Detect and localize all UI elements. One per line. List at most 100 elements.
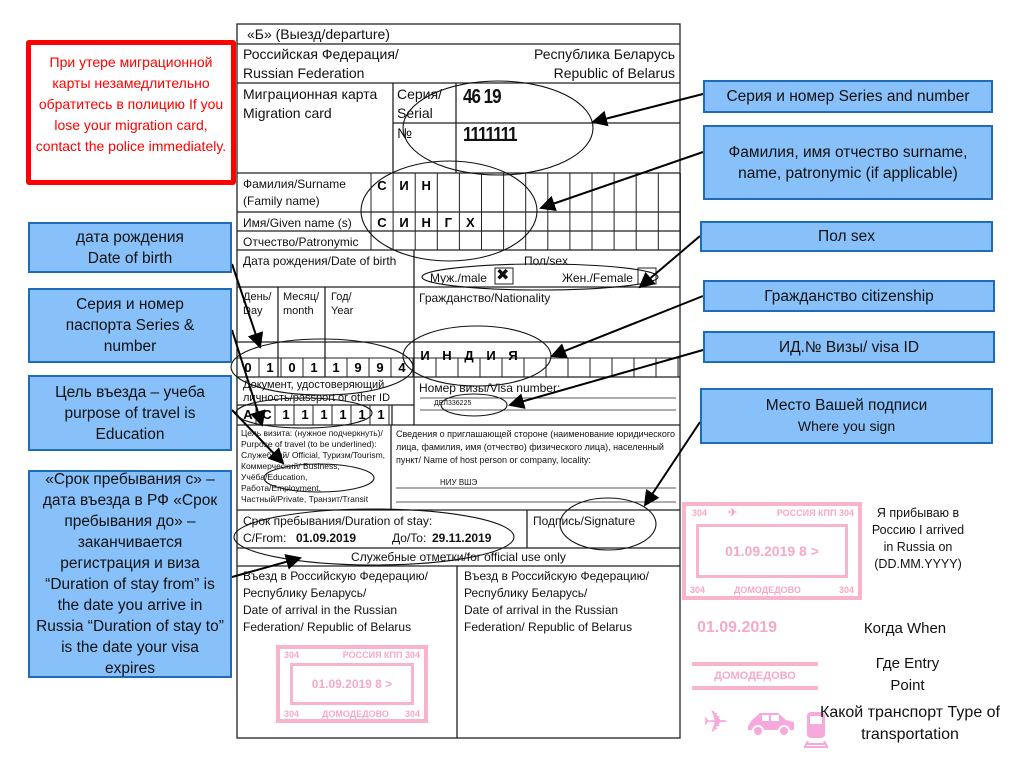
- month-label-ru: Месяц/: [283, 291, 320, 303]
- arrival-line: Республику Беларусь/: [464, 586, 588, 600]
- male-checkbox[interactable]: ✖: [496, 267, 510, 284]
- from-label: С/From:: [243, 531, 287, 545]
- to-value: 29.11.2019: [432, 531, 492, 545]
- arrival-line: Federation/ Republic of Belarus: [243, 620, 412, 634]
- letter-cell: И: [399, 178, 409, 193]
- duration-label: Срок пребывания/Duration of stay:: [243, 514, 433, 528]
- entry-stamp-form: 304 РОССИЯ КПП 304 01.09.2019 8 > 304 ДО…: [276, 645, 428, 723]
- female-label: Жен./Female: [562, 271, 633, 285]
- stamp-code: 304: [404, 709, 420, 719]
- letter-cell: 1: [310, 360, 318, 375]
- doc-label-en: личность/passport or other ID: [243, 392, 391, 404]
- lost-card-warning: При утере миграционной карты незамедлите…: [26, 40, 236, 185]
- signature-label: Подпись/Signature: [533, 514, 636, 528]
- letter-cell: Х: [466, 215, 475, 230]
- country-en-right: Republic of Belarus: [553, 65, 675, 81]
- number-value: 1111111: [463, 123, 518, 146]
- callout-dob: дата рождения Date of birth: [28, 222, 232, 273]
- letter-cell: 1: [339, 407, 347, 422]
- letter-cell: 9: [354, 360, 362, 375]
- letter-cell: 1: [377, 407, 385, 422]
- stamp-place: ДОМОДЕДОВО: [322, 709, 389, 719]
- callout-signature-ru: Место Вашей подписи: [765, 397, 928, 414]
- serial-label: Серия/: [397, 86, 442, 102]
- letter-cell: Г: [444, 215, 452, 230]
- host-text: Сведения о приглашающей стороне (наимено…: [396, 429, 675, 465]
- arrival-line: Federation/ Republic of Belarus: [464, 620, 633, 634]
- arrived-caption: Я прибываю в Россию I arrived in Russia …: [871, 506, 965, 571]
- letter-cell: И: [486, 348, 496, 363]
- stamp-top: РОССИЯ КПП 304: [776, 508, 854, 518]
- when-value: 01.09.2019: [697, 619, 778, 636]
- purpose-text: Цель визита: (нужное подчеркнуть)/ Purpo…: [241, 428, 386, 504]
- letter-cell: 0: [244, 360, 252, 375]
- callout-series: Серия и номер Series and number: [703, 80, 993, 113]
- letter-cell: Д: [464, 348, 474, 363]
- callout-name: Фамилия, имя отчество surname, name, pat…: [703, 125, 993, 200]
- letter-cell: Н: [442, 348, 452, 363]
- letter-cell: Н: [421, 215, 431, 230]
- year-label-en: Year: [331, 305, 354, 317]
- letter-cell: 1: [332, 360, 340, 375]
- callout-passport: Серия и номер паспорта Series & number: [28, 288, 232, 363]
- nationality-label: Гражданство/Nationality: [419, 291, 551, 305]
- to-label: До/To:: [392, 531, 427, 545]
- male-label: Муж./male: [430, 271, 487, 285]
- callout-visa: ИД.№ Визы/ visa ID: [703, 331, 995, 363]
- stamp-date: 01.09.2019 8 >: [725, 543, 819, 559]
- plane-icon: ✈: [728, 507, 738, 519]
- year-label: Год/Year: [331, 290, 353, 318]
- visa-value: ДЕЛ336225: [434, 400, 472, 407]
- surname-label: Фамилия/Surname: [243, 177, 346, 191]
- patronymic-label: Отчество/Patronymic: [243, 235, 359, 249]
- month-label: Месяц/month: [283, 290, 319, 318]
- callout-sex: Пол sex: [700, 221, 993, 252]
- stamp-code: 304: [284, 709, 300, 719]
- host-value: НИУ ВШЭ: [440, 478, 478, 487]
- letter-cell: И: [399, 215, 409, 230]
- country-en-left: Russian Federation: [243, 65, 365, 81]
- letter-cell: С: [377, 178, 387, 193]
- arrival-line: Date of arrival in the Russian: [464, 603, 619, 617]
- year-label-ru: Год/: [331, 291, 352, 303]
- callout-signature-en: Where you sign: [797, 418, 896, 434]
- stamp-code: 304: [692, 508, 708, 518]
- doc-label-ru: Документ, удостоверяющий: [243, 379, 385, 391]
- country-ru-left: Российская Федерация/: [243, 46, 399, 62]
- arrival-line: Въезд в Российскую Федерацию/: [243, 569, 428, 583]
- month-label-en: month: [283, 305, 314, 317]
- day-label-ru: День/: [243, 291, 272, 303]
- callout-duration: «Срок пребывания с» – дата въезда в РФ «…: [28, 470, 232, 678]
- letter-cell: 1: [282, 407, 290, 422]
- serial-label-en: Serial: [397, 105, 433, 121]
- stamp-code: 304: [284, 650, 300, 660]
- letter-cell: 4: [398, 360, 406, 375]
- official-label: Служебные отметки/for official use only: [351, 550, 566, 564]
- from-value: 01.09.2019: [296, 531, 357, 545]
- copy-label: «Б» (Выезд/departure): [247, 26, 390, 42]
- callout-purpose: Цель въезда – учеба purpose of travel is…: [28, 375, 232, 451]
- day-label: День/Day: [243, 290, 271, 318]
- stamp-code: 304: [838, 585, 854, 595]
- day-label-en: Day: [243, 305, 263, 317]
- letter-cell: Я: [508, 348, 518, 363]
- letter-cell: Н: [421, 178, 431, 193]
- letter-cell: 0: [288, 360, 296, 375]
- letter-cell: 1: [266, 360, 274, 375]
- sex-label: Пол/sex: [524, 254, 569, 268]
- dob-label: Дата рождения/Date of birth: [243, 254, 397, 268]
- letter-cell: С: [377, 215, 387, 230]
- transport-caption: Какой транспорт Type of transportation: [820, 704, 1000, 743]
- card-title-ru: Миграционная карта: [243, 86, 378, 102]
- car-icon: [748, 713, 794, 737]
- letter-cell: А: [243, 407, 253, 422]
- given-name-label: Имя/Given name (s): [243, 216, 352, 230]
- arrival-line: Въезд в Российскую Федерацию/: [464, 569, 649, 583]
- country-ru-right: Республика Беларусь: [534, 46, 675, 62]
- letter-cell: 1: [358, 407, 366, 422]
- arrival-line: Date of arrival in the Russian: [243, 603, 398, 617]
- callout-citizenship: Гражданство citizenship: [703, 280, 995, 312]
